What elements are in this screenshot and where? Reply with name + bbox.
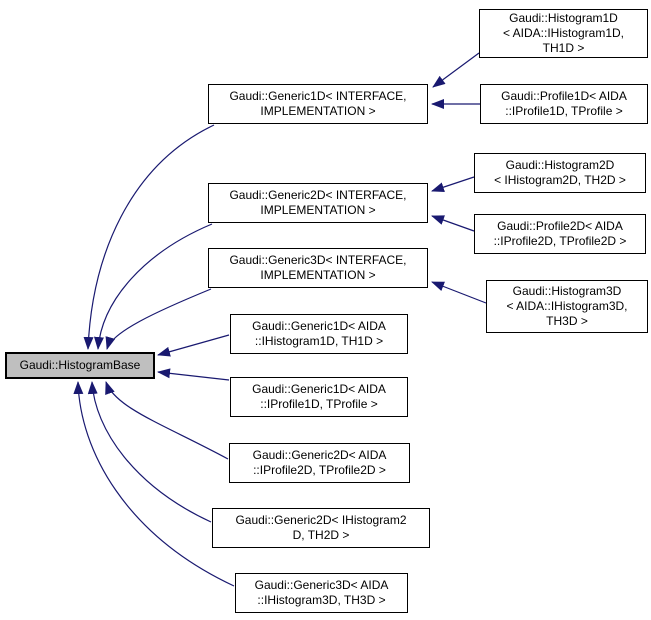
class-node-gaudi-histogrambase[interactable]: Gaudi::HistogramBase — [5, 352, 155, 379]
class-node-label: Gaudi::Generic2D< IHistogram2 — [235, 513, 407, 527]
class-node-label: ::IProfile2D, TProfile2D > — [493, 234, 627, 248]
class-node-label: IMPLEMENTATION > — [260, 203, 376, 217]
class-node-label: ::IProfile2D, TProfile2D > — [253, 463, 386, 477]
class-node-generic3d-ihistogram3d[interactable]: Gaudi::Generic3D< AIDA ::IHistogram3D, T… — [235, 573, 408, 613]
edge-hist1d-to-g1d-tpl — [432, 52, 480, 88]
class-node-generic1d-template[interactable]: Gaudi::Generic1D< INTERFACE, IMPLEMENTAT… — [208, 84, 428, 124]
class-node-label: < AIDA::IHistogram3D, — [506, 299, 628, 313]
class-node-label: Gaudi::Generic1D< INTERFACE, — [229, 89, 407, 103]
edge-g2d-prof-to-base — [105, 381, 229, 460]
class-node-histogram1d[interactable]: Gaudi::Histogram1D < AIDA::IHistogram1D,… — [479, 9, 648, 58]
class-node-label: Gaudi::Generic2D< AIDA — [252, 448, 387, 462]
class-node-profile1d[interactable]: Gaudi::Profile1D< AIDA ::IProfile1D, TPr… — [480, 84, 648, 124]
class-node-label: Gaudi::HistogramBase — [19, 358, 141, 372]
class-node-histogram3d[interactable]: Gaudi::Histogram3D < AIDA::IHistogram3D,… — [486, 280, 648, 333]
edge-hist3d-to-g3d-tpl — [431, 281, 487, 304]
class-node-generic2d-ihistogram2d[interactable]: Gaudi::Generic2D< IHistogram2 D, TH2D > — [212, 508, 430, 548]
class-node-label: ::IHistogram1D, TH1D > — [254, 334, 384, 348]
class-node-label: Gaudi::Profile1D< AIDA — [501, 89, 627, 103]
class-node-label: TH1D > — [542, 41, 585, 55]
class-node-label: ::IHistogram3D, TH3D > — [257, 593, 386, 607]
edge-g3d-tpl-to-base — [105, 288, 212, 350]
class-node-label: ::IProfile1D, TProfile > — [505, 104, 623, 118]
class-node-label: Gaudi::Profile2D< AIDA — [497, 219, 623, 233]
class-node-label: Gaudi::Generic1D< AIDA — [252, 319, 386, 333]
class-node-profile2d[interactable]: Gaudi::Profile2D< AIDA ::IProfile2D, TPr… — [474, 214, 646, 254]
class-node-generic1d-iprofile1d[interactable]: Gaudi::Generic1D< AIDA ::IProfile1D, TPr… — [230, 377, 408, 417]
class-node-label: < IHistogram2D, TH2D > — [494, 173, 626, 187]
class-node-label: Gaudi::Histogram2D — [505, 158, 615, 172]
class-node-label: TH3D > — [546, 314, 588, 328]
class-node-generic2d-iprofile2d[interactable]: Gaudi::Generic2D< AIDA ::IProfile2D, TPr… — [229, 443, 410, 483]
class-node-label: Gaudi::Histogram1D — [509, 11, 618, 25]
edge-g3d-hist-to-base — [73, 381, 235, 587]
edge-prof2d-to-g2d-tpl — [431, 215, 475, 232]
class-node-generic3d-template[interactable]: Gaudi::Generic3D< INTERFACE, IMPLEMENTAT… — [208, 248, 428, 288]
edge-g1d-hist-to-base — [157, 334, 230, 357]
class-node-label: Gaudi::Generic2D< INTERFACE, — [229, 188, 407, 202]
class-node-label: ::IProfile1D, TProfile > — [260, 397, 378, 411]
class-node-generic1d-ihistogram1d[interactable]: Gaudi::Generic1D< AIDA ::IHistogram1D, T… — [230, 314, 408, 354]
class-node-label: D, TH2D > — [292, 528, 350, 542]
edge-g1d-prof-to-base — [157, 368, 230, 381]
class-node-label: Gaudi::Generic3D< AIDA — [254, 578, 389, 592]
class-node-label: Gaudi::Generic3D< INTERFACE, — [229, 253, 407, 267]
edge-hist2d-to-g2d-tpl — [431, 176, 475, 192]
class-node-generic2d-template[interactable]: Gaudi::Generic2D< INTERFACE, IMPLEMENTAT… — [208, 183, 428, 223]
class-node-label: Gaudi::Histogram3D — [512, 284, 622, 298]
class-node-label: IMPLEMENTATION > — [260, 268, 376, 282]
class-node-histogram2d[interactable]: Gaudi::Histogram2D < IHistogram2D, TH2D … — [474, 153, 646, 193]
class-node-label: < AIDA::IHistogram1D, — [502, 26, 625, 40]
class-node-label: IMPLEMENTATION > — [260, 104, 376, 118]
edge-g2d-tpl-to-base — [94, 223, 213, 350]
edge-g1d-tpl-to-base — [83, 124, 215, 350]
class-node-label: Gaudi::Generic1D< AIDA — [252, 382, 386, 396]
edge-g2d-hist-to-base — [87, 381, 212, 523]
